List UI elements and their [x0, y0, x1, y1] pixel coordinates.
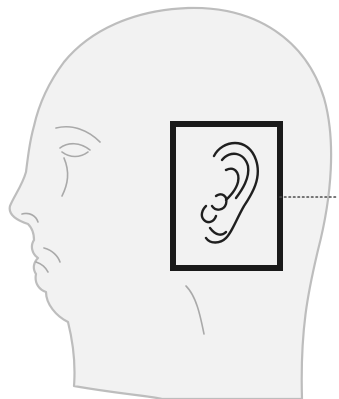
- head-illustration: [0, 0, 339, 399]
- ear-diagram: [0, 0, 339, 399]
